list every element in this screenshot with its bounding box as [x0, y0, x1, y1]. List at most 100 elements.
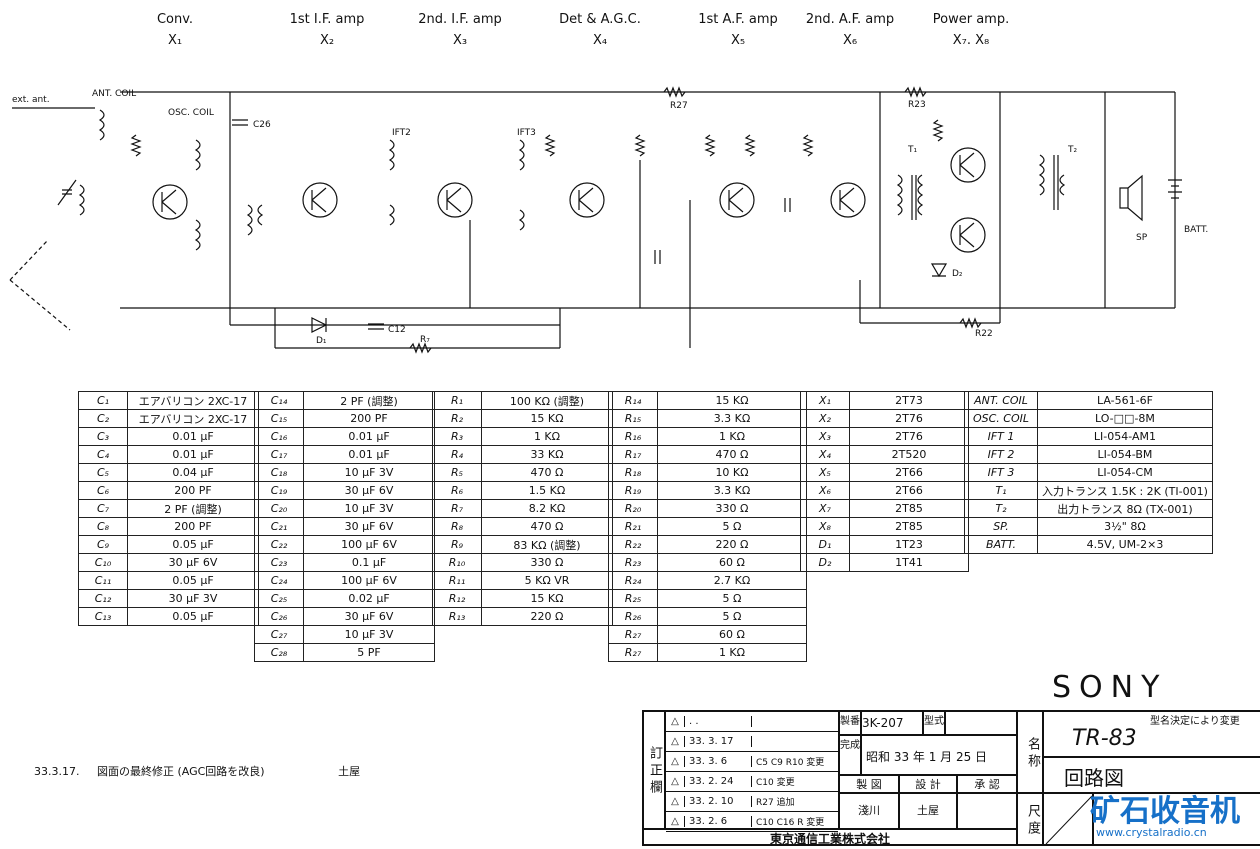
- r7-label: R₇: [420, 335, 430, 345]
- part-value: 2T76: [849, 409, 969, 428]
- revision-date: 33. 3. 17: [685, 736, 752, 747]
- part-value: 200 PF: [303, 409, 435, 428]
- part-ref: C₁: [78, 391, 128, 410]
- part-value: 5 PF: [303, 643, 435, 662]
- part-ref: ANT. COIL: [964, 391, 1038, 410]
- revision-note: C10 変更: [756, 778, 795, 788]
- revision-row: △. .: [666, 712, 838, 732]
- drawing-title: 回路図: [1043, 757, 1260, 793]
- part-value: 出力トランス 8Ω (TX-001): [1037, 499, 1213, 518]
- part-value: 15 KΩ: [481, 409, 613, 428]
- part-value: 470 Ω: [481, 517, 613, 536]
- kata-label: 型式: [923, 711, 945, 735]
- part-value: 4.5V, UM-2×3: [1037, 535, 1213, 554]
- ift3-winding: [518, 139, 525, 231]
- revision-date: 33. 2. 10: [685, 796, 752, 807]
- part-ref: D₂: [800, 553, 850, 572]
- part-ref: C₂₅: [254, 589, 304, 608]
- signer-design: 土屋: [899, 793, 957, 829]
- part-value: 33 KΩ: [481, 445, 613, 464]
- scale-value: [1043, 793, 1093, 845]
- part-ref: X₃: [800, 427, 850, 446]
- part-value: 1T41: [849, 553, 969, 572]
- resistor-r22: [959, 317, 982, 329]
- part-value: 3.3 KΩ: [657, 409, 807, 428]
- scale-label: 尺 度: [1017, 793, 1043, 845]
- revision-footnote: 33.3.17. 図面の最終修正 (AGC回路を改良) 土屋: [34, 763, 360, 779]
- resistor-r1: [130, 134, 142, 157]
- part-ref: R₁₀: [432, 553, 482, 572]
- part-ref: R₅: [432, 463, 482, 482]
- part-value: 10 μF 3V: [303, 499, 435, 518]
- part-ref: C₂₀: [254, 499, 304, 518]
- part-ref: C₁₂: [78, 589, 128, 608]
- part-value: 200 PF: [127, 517, 259, 536]
- part-ref: X₄: [800, 445, 850, 464]
- part-value: 2 PF (調整): [127, 499, 259, 518]
- part-ref: C₁₀: [78, 553, 128, 572]
- revision-mark: △: [666, 716, 685, 727]
- part-ref: IFT 3: [964, 463, 1038, 482]
- part-ref: T₂: [964, 499, 1038, 518]
- part-ref: X₈: [800, 517, 850, 536]
- part-ref: C₂: [78, 409, 128, 428]
- c26-label: C26: [253, 120, 271, 130]
- part-ref: C₁₉: [254, 481, 304, 500]
- t1-label: T₁: [907, 145, 917, 155]
- part-value: 100 μF 6V: [303, 535, 435, 554]
- x8-transistor: [950, 217, 986, 253]
- part-value: 入力トランス 1.5K : 2K (TI-001): [1037, 481, 1213, 500]
- part-value: 1 KΩ: [481, 427, 613, 446]
- part-value: 470 Ω: [657, 445, 807, 464]
- part-ref: R₂: [432, 409, 482, 428]
- part-value: 2T520: [849, 445, 969, 464]
- part-ref: R₁: [432, 391, 482, 410]
- part-ref: R₁₁: [432, 571, 482, 590]
- part-ref: R₁₄: [608, 391, 658, 410]
- part-value: 3½" 8Ω: [1037, 517, 1213, 536]
- part-ref: C₂₁: [254, 517, 304, 536]
- stage-transistor: X₇. X₈: [952, 33, 990, 48]
- part-value: 0.01 μF: [303, 445, 435, 464]
- part-ref: C₁₄: [254, 391, 304, 410]
- part-value: 0.02 μF: [303, 589, 435, 608]
- c1-variable-cap: [57, 179, 77, 206]
- part-ref: D₁: [800, 535, 850, 554]
- seiban-label: 製番: [839, 711, 861, 735]
- part-value: 3.3 KΩ: [657, 481, 807, 500]
- x3-transistor: [437, 182, 473, 218]
- x2-transistor: [302, 182, 338, 218]
- resistor-r9: [544, 134, 556, 157]
- part-ref: C₁₁: [78, 571, 128, 590]
- part-value: 30 μF 6V: [303, 517, 435, 536]
- part-ref: C₁₆: [254, 427, 304, 446]
- part-ref: IFT 2: [964, 445, 1038, 464]
- part-value: 30 μF 6V: [303, 607, 435, 626]
- circuit-schematic: ext. ant. ANT. COIL OSC. COIL IFT2 IFT3 …: [9, 86, 1208, 354]
- part-ref: R₄: [432, 445, 482, 464]
